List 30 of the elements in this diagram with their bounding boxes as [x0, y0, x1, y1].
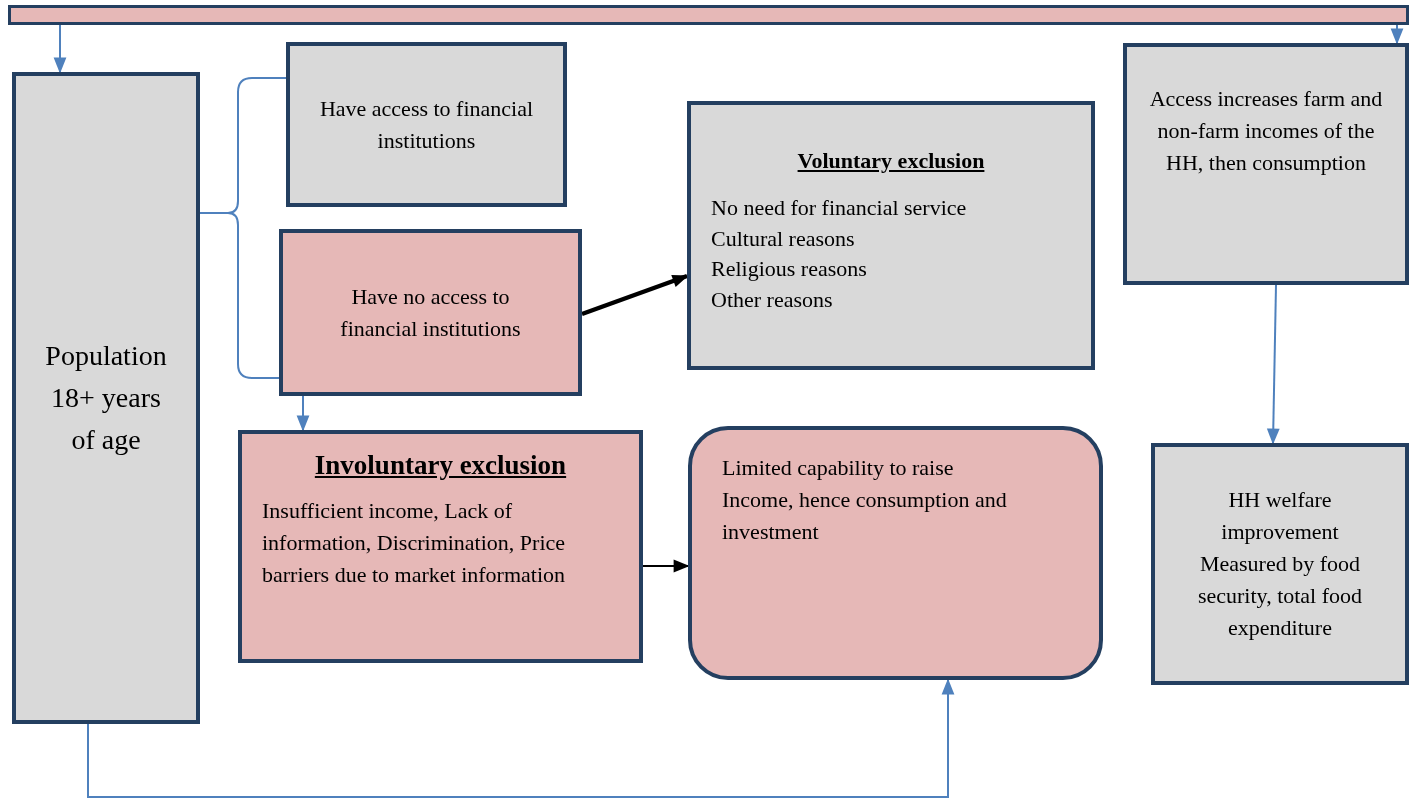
- arrow: [581, 273, 689, 317]
- heading: Voluntary exclusion: [796, 147, 986, 175]
- arrow: [1266, 284, 1280, 445]
- node-label: HH welfare improvement Measured by food security, total food expenditure: [1196, 486, 1364, 642]
- header-bar: [8, 5, 1409, 25]
- outcome-box: [1151, 443, 1409, 685]
- arrow: [642, 559, 690, 573]
- process-box: [286, 42, 567, 207]
- exclusion-box: [687, 101, 1095, 370]
- node-label: Access increases farm and non-farm incomes of the HH, then consumption: [1148, 85, 1384, 177]
- heading: Involuntary exclusion: [313, 449, 568, 482]
- process-box: [279, 229, 582, 396]
- arrow: [1390, 24, 1404, 45]
- population-box: [12, 72, 200, 724]
- outcome-box: [1123, 43, 1409, 285]
- list-item: Religious reasons: [711, 255, 868, 284]
- node-label: Have access to financial institutions: [318, 94, 535, 155]
- list-item: Insufficient income, Lack of information, Discrimination, Price barriers due to market information: [262, 497, 567, 589]
- list-item: No need for financial service: [711, 193, 968, 222]
- list-item: Cultural reasons: [711, 224, 856, 253]
- arrow: [296, 395, 310, 432]
- arrow: [53, 24, 67, 74]
- node-label: Have no access to financial institutions: [339, 282, 522, 343]
- list-item: Other reasons: [711, 286, 834, 315]
- exclusion-box: [238, 430, 643, 663]
- node-label: Limited capability to raise Income, hence consumption and investment: [722, 454, 1008, 546]
- node-label: Population 18+ years of age: [44, 339, 168, 457]
- bracket-connector: [199, 212, 280, 379]
- arrow: [87, 678, 955, 798]
- rounded-box: [688, 426, 1103, 680]
